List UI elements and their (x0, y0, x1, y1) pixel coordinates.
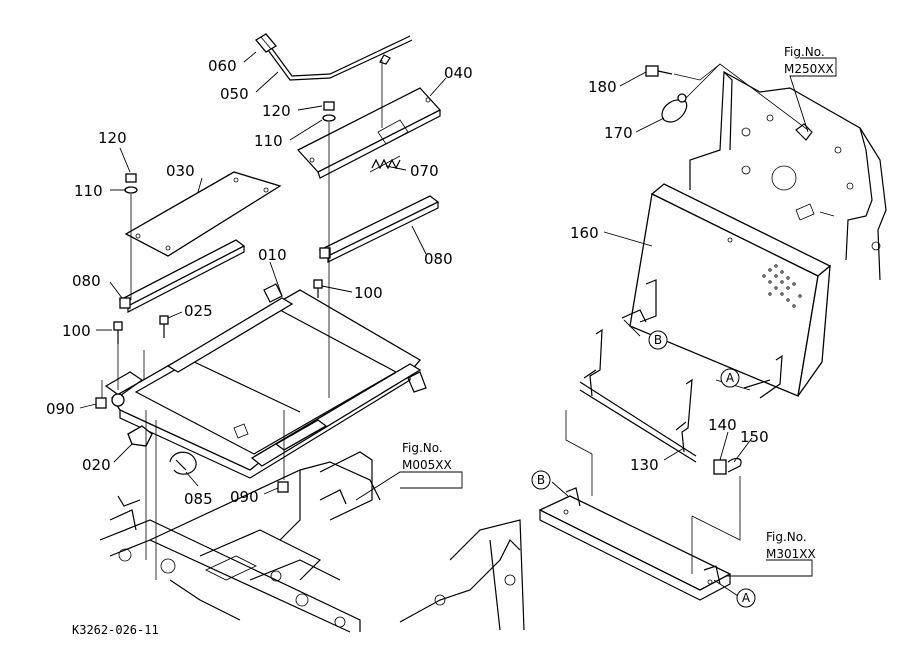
marker-a-lower: A (736, 588, 756, 608)
leader-lines (79, 51, 837, 597)
bolt-100-right (313, 279, 323, 298)
marker-b-upper: B (648, 330, 668, 350)
svg-text:B: B (537, 473, 545, 487)
tractor-mainframe (99, 451, 525, 633)
figure-references: Fig.No. M250XX Fig.No. M005XX Fig.No. M3… (402, 45, 834, 561)
part-number: 050 (220, 85, 249, 103)
bracket-020 (127, 425, 153, 447)
mounting-bar (538, 487, 732, 601)
clip-170 (661, 93, 688, 123)
hinge-shaft (579, 328, 697, 463)
part-labels: 060 050 040 120 110 070 120 110 030 010 … (46, 57, 769, 508)
seat-rail-right (318, 195, 440, 263)
fig-ref-code: M005XX (402, 458, 452, 472)
washer-110-left (124, 186, 138, 194)
part-number: 170 (604, 124, 633, 142)
part-number: 040 (444, 64, 473, 82)
right-assembly-lines (673, 63, 809, 131)
lever-knob (255, 33, 277, 53)
seat-frame (104, 283, 427, 479)
fig-ref-label: Fig.No. (766, 530, 807, 544)
part-number: 070 (410, 162, 439, 180)
part-number: 080 (72, 272, 101, 290)
part-number: 140 (708, 416, 737, 434)
part-number: 085 (184, 490, 213, 508)
part-number: 110 (74, 182, 103, 200)
part-number: 090 (230, 488, 259, 506)
fig-ref-code: M250XX (784, 62, 834, 76)
part-number: 130 (630, 456, 659, 474)
part-number: 160 (570, 224, 599, 242)
washer-110-right (322, 114, 336, 122)
bolt-180 (645, 65, 673, 77)
fig-ref-code: M301XX (766, 547, 816, 561)
part-number: 150 (740, 428, 769, 446)
svg-text:A: A (726, 371, 735, 385)
part-number: 010 (258, 246, 287, 264)
part-number: 100 (62, 322, 91, 340)
spring (369, 155, 401, 173)
cover-plate (124, 171, 282, 257)
assembly-lines (101, 122, 330, 580)
part-number: 080 (424, 250, 453, 268)
part-number: 025 (184, 302, 213, 320)
part-number: 120 (262, 102, 291, 120)
nut-090-left (95, 397, 107, 409)
fig-ref-label: Fig.No. (402, 441, 443, 455)
part-number: 120 (98, 129, 127, 147)
rear-panel (689, 71, 887, 281)
part-number: 020 (82, 456, 111, 474)
bolt-100-left (113, 321, 123, 344)
right-projection-lines (565, 410, 741, 574)
marker-b-lower: B (531, 470, 551, 490)
fig-ref-label: Fig.No. (784, 45, 825, 59)
part-number: 180 (588, 78, 617, 96)
part-number: 110 (254, 132, 283, 150)
cotter-150 (727, 457, 742, 473)
connection-markers: B A B A (531, 330, 756, 608)
svg-text:B: B (654, 333, 662, 347)
part-number: 100 (354, 284, 383, 302)
seat-rail-left (118, 239, 246, 313)
part-number: 030 (166, 162, 195, 180)
lever-rod (267, 35, 413, 81)
svg-text:A: A (742, 591, 751, 605)
part-number: 090 (46, 400, 75, 418)
vent-grille (762, 264, 802, 308)
bolt-025 (159, 315, 169, 338)
seat-cover (621, 183, 832, 399)
pin-140 (713, 459, 727, 475)
nut-120-right (323, 101, 335, 111)
part-number: 060 (208, 57, 237, 75)
nut-120-left (125, 173, 137, 183)
marker-a-upper: A (720, 368, 740, 388)
lever-plate (296, 60, 442, 179)
clip-085 (169, 451, 197, 475)
nut-090-bottom (277, 481, 289, 493)
drawing-code: K3262-026-11 (72, 623, 159, 637)
